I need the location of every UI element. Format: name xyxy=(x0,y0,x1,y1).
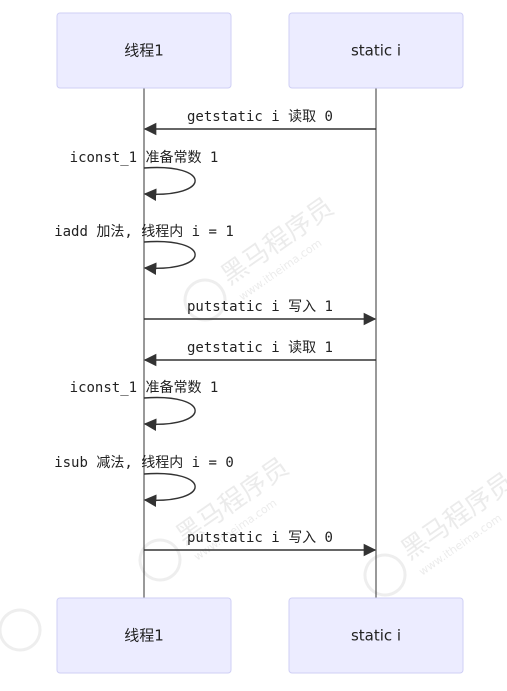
message-isub: isub 减法, 线程内 i = 0 xyxy=(54,455,234,507)
message-putstatic-0: putstatic i 写入 0 xyxy=(144,530,377,557)
participant-static-i-bottom: static i xyxy=(288,597,464,674)
message-iconst-2: iconst_1 准备常数 1 xyxy=(70,379,219,431)
message-label: isub 减法, 线程内 i = 0 xyxy=(54,455,234,471)
message-label: getstatic i 读取 1 xyxy=(187,339,333,356)
self-loop-arrow xyxy=(143,472,196,507)
self-loop-arrow xyxy=(143,240,196,275)
message-iadd: iadd 加法, 线程内 i = 1 xyxy=(54,224,234,275)
participant-static-i-top: static i xyxy=(288,12,464,89)
message-label: iconst_1 准备常数 1 xyxy=(70,379,219,396)
watermark: 黑马程序员 www.itheima.com 黑马程序员 www.itheima.… xyxy=(0,192,507,652)
message-getstatic-1: getstatic i 读取 1 xyxy=(143,339,376,367)
message-putstatic-1: putstatic i 写入 1 xyxy=(144,299,377,326)
participant-label: 线程1 xyxy=(124,42,164,60)
self-loop-arrow xyxy=(143,166,196,201)
message-label: iconst_1 准备常数 1 xyxy=(70,149,219,166)
self-loop-arrow xyxy=(143,396,196,431)
message-label: putstatic i 写入 0 xyxy=(187,530,333,546)
message-iconst-1: iconst_1 准备常数 1 xyxy=(70,149,219,201)
message-label: putstatic i 写入 1 xyxy=(187,299,333,315)
participant-label: static i xyxy=(351,42,401,60)
message-label: getstatic i 读取 0 xyxy=(187,108,333,125)
message-label: iadd 加法, 线程内 i = 1 xyxy=(54,224,234,240)
participant-thread1-bottom: 线程1 xyxy=(56,597,232,674)
participant-label: static i xyxy=(351,627,401,645)
participant-label: 线程1 xyxy=(124,627,164,645)
participant-thread1-top: 线程1 xyxy=(56,12,232,89)
message-getstatic-0: getstatic i 读取 0 xyxy=(143,108,376,136)
